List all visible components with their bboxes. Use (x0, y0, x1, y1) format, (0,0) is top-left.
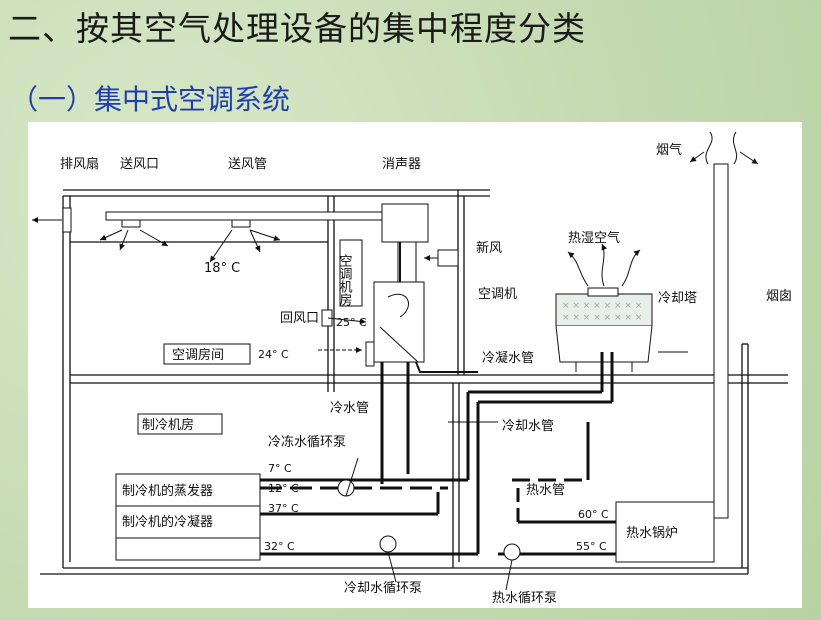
chilled-water-pump (337, 479, 355, 497)
svg-text:空调机房: 空调机房 (337, 254, 353, 306)
label-condensate-pipe: 冷凝水管 (482, 350, 534, 366)
svg-text:× × × × × × × ×: × × × × × × × × (562, 313, 642, 323)
hvac-diagram-panel: × × × × × × × × × × × × × × × × (28, 122, 802, 608)
page-title: 二、按其空气处理设备的集中程度分类 (8, 9, 586, 48)
label-flue-gas: 烟气 (656, 142, 682, 158)
label-cold-water-pipe: 冷水管 (330, 401, 369, 416)
label-chimney: 烟囱 (766, 289, 792, 304)
supply-air-arrows (99, 229, 281, 263)
label-muffler: 消声器 (382, 157, 421, 172)
label-return-outlet: 回风口 (280, 311, 319, 326)
label-temp-12: 12° C (268, 482, 299, 495)
label-cooling-pump: 冷却水循环泵 (344, 581, 422, 596)
label-ac-room: 空调房间 (172, 347, 224, 363)
label-hot-pump: 热水循环泵 (492, 591, 557, 606)
svg-text:× × × × × × × ×: × × × × × × × × (562, 301, 642, 311)
label-fresh-air: 新风 (476, 240, 502, 256)
label-chiller-room: 制冷机房 (142, 417, 194, 433)
hot-humid-air-arrows (567, 243, 641, 287)
chimney (713, 163, 729, 519)
ac-unit-box (373, 281, 425, 363)
label-ac-unit: 空调机 (478, 287, 517, 302)
ac-room-box (163, 343, 251, 365)
hot-water-pump (503, 543, 521, 561)
label-ac-machine-room: 空调机房 (337, 254, 353, 306)
condensate-pipe (415, 361, 478, 373)
supply-duct (105, 211, 383, 228)
chiller-room-box (137, 413, 223, 435)
label-temp-25: 25° C (336, 316, 367, 329)
label-boiler: 热水锅炉 (626, 525, 678, 541)
label-temp-37: 37° C (268, 502, 299, 515)
label-exhaust-fan: 排风扇 (60, 156, 99, 172)
label-temp-24: 24° C (258, 348, 289, 361)
label-temp-55: 55° C (576, 540, 607, 553)
label-temp-60: 60° C (578, 508, 609, 521)
label-hot-humid-air: 热湿空气 (568, 230, 620, 246)
label-temp-32: 32° C (264, 540, 295, 553)
vertical-duct (397, 242, 417, 282)
label-chilled-pump: 冷冻水循环泵 (268, 434, 346, 450)
label-supply-duct: 送风管 (228, 157, 267, 172)
piping (260, 352, 616, 556)
return-grille (365, 341, 375, 367)
label-cooling-tower: 冷却塔 (658, 291, 697, 306)
chiller-units (115, 473, 261, 561)
label-temp-18: 18° C (204, 261, 240, 276)
exhaust-fan (32, 207, 72, 233)
pumps (337, 479, 521, 561)
label-temp-7: 7° C (268, 462, 292, 475)
ac-machine-room-box (339, 239, 363, 307)
label-evaporator: 制冷机的蒸发器 (122, 483, 213, 499)
hvac-diagram: × × × × × × × × × × × × × × × × (32, 131, 792, 606)
section-subtitle: （一）集中式空调系统 (10, 83, 291, 116)
label-hot-water-pipe: 热水管 (526, 483, 565, 498)
label-supply-outlet: 送风口 (120, 157, 159, 172)
fresh-air-inlet (437, 249, 459, 267)
cooling-tower: × × × × × × × × × × × × × × × × (555, 287, 688, 372)
boiler-box (615, 501, 715, 563)
cooling-water-pump (379, 535, 397, 553)
muffler-box (381, 203, 429, 243)
flue-gas-wisps (689, 131, 759, 165)
label-cooling-water-pipe: 冷却水管 (502, 419, 554, 434)
label-condenser: 制冷机的冷凝器 (122, 514, 213, 530)
